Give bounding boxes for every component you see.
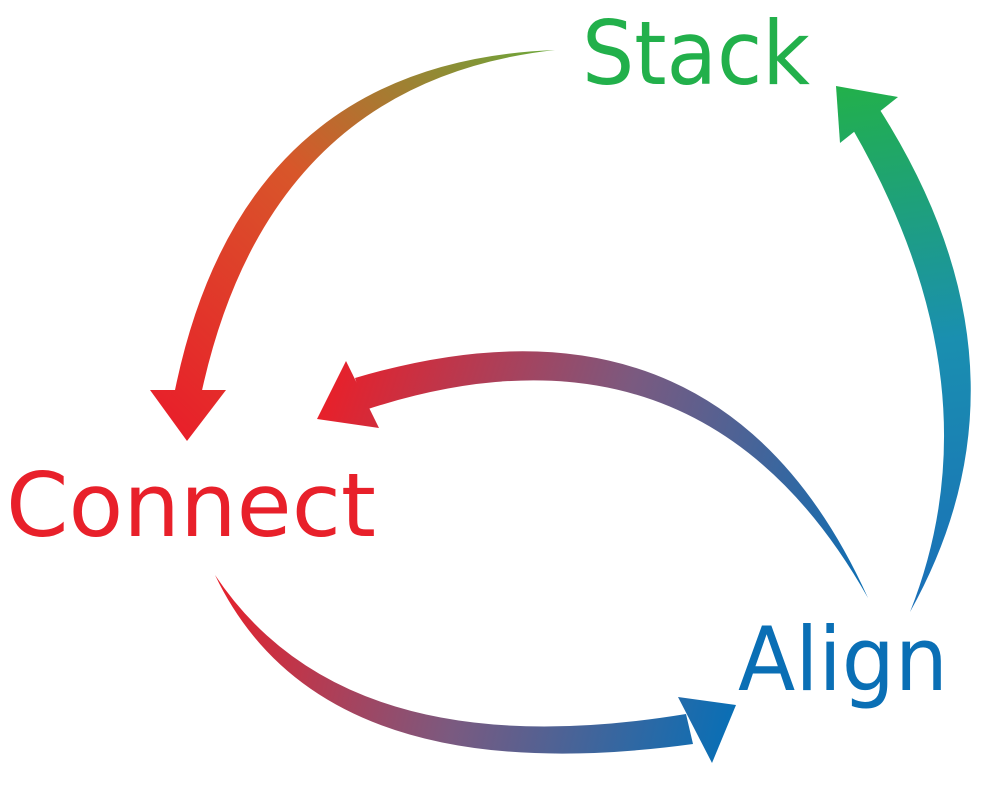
arrow-shaft bbox=[215, 575, 693, 754]
arrow-shaft bbox=[355, 351, 868, 598]
arrow-stack-to-connect bbox=[150, 50, 555, 441]
arrow-shaft bbox=[852, 110, 971, 612]
node-label-stack: Stack bbox=[582, 2, 810, 105]
arrowhead bbox=[317, 361, 379, 428]
node-label-align: Align bbox=[738, 608, 948, 711]
arrow-connect-to-align bbox=[215, 575, 736, 763]
arrowhead bbox=[150, 390, 226, 441]
arrowhead bbox=[678, 697, 736, 763]
arrow-shaft bbox=[174, 50, 555, 395]
arrow-align-to-stack bbox=[836, 86, 971, 612]
arrowhead bbox=[836, 86, 898, 143]
node-label-connect: Connect bbox=[6, 454, 376, 557]
arrow-align-to-connect bbox=[317, 351, 868, 598]
